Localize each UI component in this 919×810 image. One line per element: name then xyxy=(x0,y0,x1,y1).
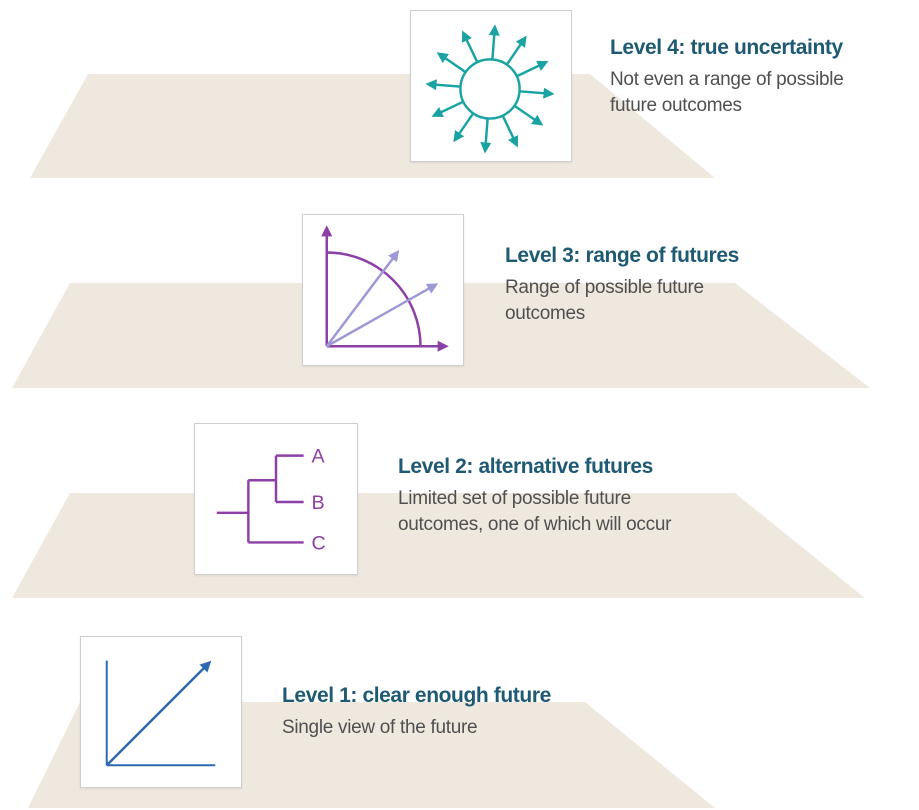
burst-arrow xyxy=(519,87,555,99)
burst-arrow xyxy=(513,104,544,126)
level-1-text: Level 1: clear enough future Single view… xyxy=(282,684,702,741)
level-2-icon-card: A B C xyxy=(194,423,358,575)
center-circle-shape xyxy=(459,58,521,120)
range-arc xyxy=(326,251,422,347)
level-3-icon-card xyxy=(302,214,464,366)
level-3-description-line-2: outcomes xyxy=(505,303,585,325)
level-2-description-line-2: outcomes, one of which will occur xyxy=(398,514,672,536)
burst-arrow xyxy=(453,112,475,143)
level-2-title: Level 2: alternative futures xyxy=(398,455,653,478)
burst-arrow xyxy=(505,35,527,66)
level-3-title: Level 3: range of futures xyxy=(505,244,739,267)
branch-label-a: A xyxy=(312,445,326,467)
burst-arrow xyxy=(488,24,500,60)
level-4-title: Level 4: true uncertainty xyxy=(610,36,843,59)
level-3-description-line-1: Range of possible future xyxy=(505,277,704,299)
fan-of-arrows-icon xyxy=(321,225,449,352)
level-4-icon-card xyxy=(410,10,572,162)
level-1-title: Level 1: clear enough future xyxy=(282,684,551,707)
burst-arrow xyxy=(431,100,464,118)
range-arrow-upper xyxy=(325,250,400,347)
level-2-description-line-1: Limited set of possible future xyxy=(398,488,631,510)
trend-arrow xyxy=(105,660,212,767)
burst-arrow xyxy=(461,30,479,63)
level-4-text: Level 4: true uncertainty Not even a ran… xyxy=(610,36,910,120)
burst-arrow xyxy=(425,79,461,91)
starburst-arrows-icon xyxy=(425,24,555,154)
decision-tree-icon: A B C xyxy=(216,445,326,554)
branch-label-b: B xyxy=(312,492,325,514)
single-trend-arrow-icon xyxy=(105,660,216,767)
burst-arrow xyxy=(501,115,519,148)
level-4-description-line-2: future outcomes xyxy=(610,95,742,117)
burst-arrow xyxy=(480,118,492,154)
level-3-text: Level 3: range of futures Range of possi… xyxy=(505,244,905,328)
level-2-text: Level 2: alternative futures Limited set… xyxy=(398,455,858,539)
level-1-icon-card xyxy=(80,636,242,788)
level-4-description-line-1: Not even a range of possible xyxy=(610,69,844,91)
burst-arrow xyxy=(436,52,467,74)
range-arrow-lower xyxy=(326,283,439,348)
burst-arrow xyxy=(516,60,549,78)
level-1-description-line-1: Single view of the future xyxy=(282,717,478,739)
level-1-description: Single view of the future xyxy=(282,715,702,741)
level-2-description: Limited set of possible future outcomes,… xyxy=(398,486,858,538)
branch-label-c: C xyxy=(312,532,326,554)
level-4-description: Not even a range of possible future outc… xyxy=(610,67,910,119)
level-3-description: Range of possible future outcomes xyxy=(505,275,905,327)
